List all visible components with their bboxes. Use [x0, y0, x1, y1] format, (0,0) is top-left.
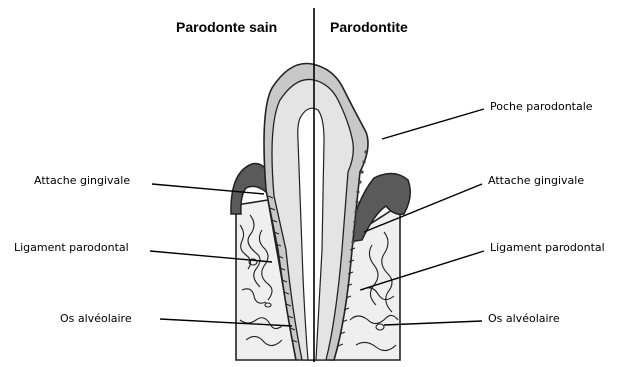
label-left-alveolar-bone: Os alvéolaire: [60, 312, 132, 325]
label-right-gingival-attachment: Attache gingivale: [488, 174, 584, 187]
heading-healthy: Parodonte sain: [176, 19, 277, 35]
label-right-alveolar-bone: Os alvéolaire: [488, 312, 560, 325]
label-right-periodontal-pocket: Poche parodontale: [490, 100, 593, 113]
label-left-gingival-attachment: Attache gingivale: [34, 174, 130, 187]
heading-diseased: Parodontite: [330, 19, 408, 35]
tooth-illustration: [231, 64, 410, 361]
label-right-periodontal-ligament: Ligament parodontal: [490, 241, 605, 254]
leader-right-periodontal-pocket: [382, 109, 484, 139]
label-left-periodontal-ligament: Ligament parodontal: [14, 241, 129, 254]
